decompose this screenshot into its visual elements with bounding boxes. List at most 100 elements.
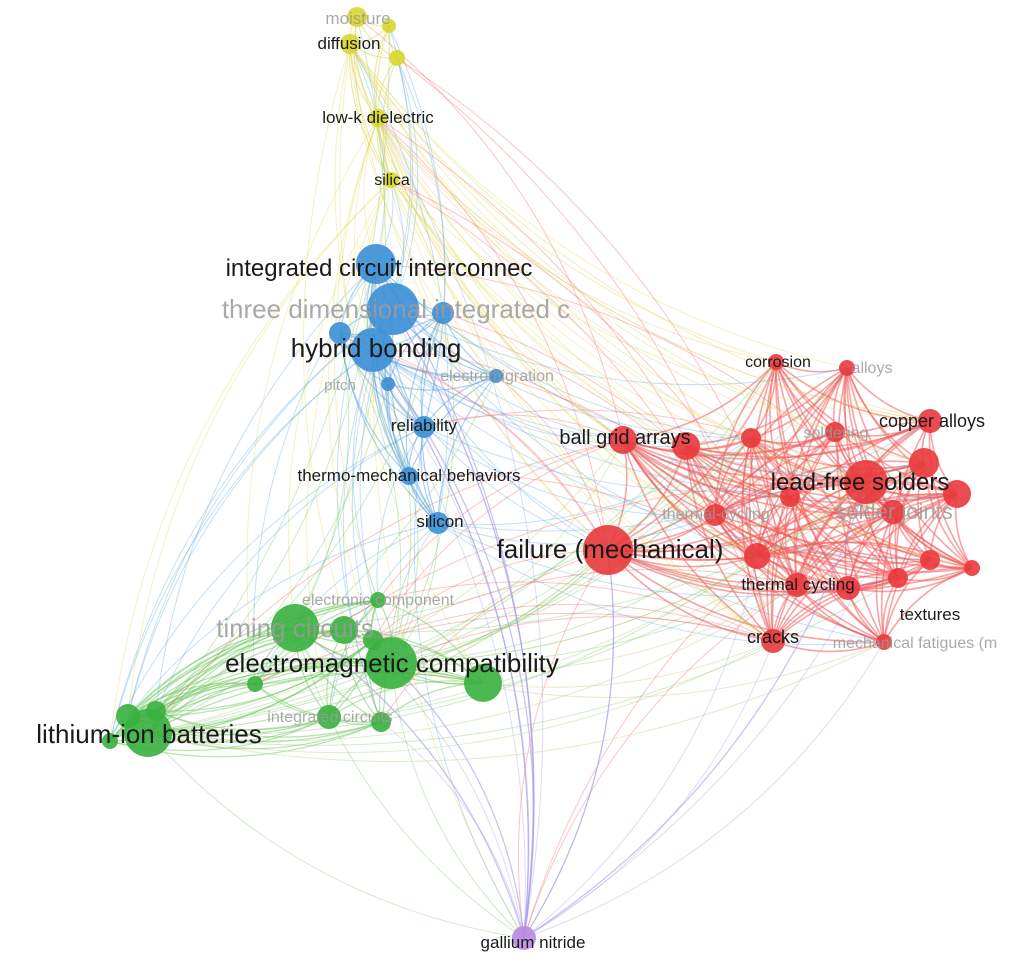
node-y3[interactable]	[382, 19, 396, 33]
network-edge	[349, 43, 931, 422]
node-g9[interactable]	[146, 701, 166, 721]
node-emc[interactable]	[365, 637, 417, 689]
node-electromigration[interactable]	[489, 369, 503, 383]
network-edge	[147, 367, 848, 734]
node-silicon[interactable]	[427, 512, 449, 534]
network-edge	[349, 43, 848, 369]
node-mechfatigue[interactable]	[876, 634, 892, 650]
node-g12[interactable]	[371, 712, 391, 732]
node-r16[interactable]	[836, 576, 860, 600]
node-g10[interactable]	[102, 733, 118, 749]
network-edge	[377, 117, 687, 447]
node-b5[interactable]	[432, 302, 454, 324]
network-edge	[377, 117, 624, 441]
network-edge	[349, 43, 386, 265]
network-edge	[405, 312, 444, 477]
node-r12[interactable]	[780, 487, 800, 507]
network-edge	[147, 25, 390, 734]
node-hybrid[interactable]	[351, 328, 395, 372]
node-r17[interactable]	[888, 568, 908, 588]
node-label-silicon: silicon	[416, 512, 463, 531]
node-label-failure: failure (mechanical)	[497, 534, 724, 564]
node-g13[interactable]	[363, 630, 383, 650]
node-elcomponent[interactable]	[370, 592, 386, 608]
node-r22[interactable]	[744, 543, 770, 569]
network-edge	[714, 361, 777, 516]
node-diffusion[interactable]	[340, 34, 360, 54]
node-r4[interactable]	[741, 428, 761, 448]
network-edge	[147, 641, 885, 763]
node-gan[interactable]	[512, 926, 536, 950]
network-edge	[796, 511, 894, 586]
network-edge	[390, 481, 867, 664]
network-edge	[390, 179, 774, 642]
node-failure[interactable]	[583, 525, 633, 575]
node-corrosion[interactable]	[768, 354, 784, 370]
network-edge	[349, 43, 836, 433]
node-copperalloys[interactable]	[918, 409, 942, 433]
network-edge	[390, 179, 931, 422]
network-edge	[294, 627, 525, 939]
network-edge	[390, 616, 774, 664]
network-edge	[372, 349, 925, 473]
network-edge	[390, 179, 758, 557]
network-edge	[109, 349, 374, 742]
node-cracks[interactable]	[761, 629, 785, 653]
node-textures[interactable]	[920, 550, 940, 570]
node-y4[interactable]	[389, 50, 405, 66]
node-solderjoints[interactable]	[881, 500, 905, 524]
network-edge	[390, 549, 609, 664]
node-g4[interactable]	[330, 616, 358, 644]
network-edge	[875, 511, 894, 643]
network-edge	[147, 439, 624, 734]
node-label-silica: silica	[374, 172, 410, 189]
network-edge	[349, 43, 925, 464]
node-label-bga: ball grid arrays	[559, 427, 690, 449]
network-edge	[155, 426, 425, 712]
node-bga[interactable]	[609, 426, 637, 454]
node-b4[interactable]	[329, 322, 351, 344]
network-edge	[794, 431, 836, 586]
network-edge	[377, 117, 774, 642]
node-r19[interactable]	[964, 560, 980, 576]
network-edge	[714, 511, 894, 531]
node-silica[interactable]	[383, 172, 399, 188]
node-thermalcyc2[interactable]	[704, 504, 726, 526]
node-g6[interactable]	[247, 676, 263, 692]
node-g8[interactable]	[116, 704, 140, 728]
node-label-alloys: alloys	[852, 360, 893, 377]
network-edge	[775, 361, 931, 422]
node-label-hybrid: hybrid bonding	[291, 333, 462, 363]
node-icinterconnect[interactable]	[356, 244, 396, 284]
node-label-3dic: three dimensional integrated c	[222, 294, 570, 324]
node-low-k[interactable]	[369, 109, 387, 127]
node-timing[interactable]	[271, 604, 319, 652]
node-tmb[interactable]	[400, 467, 418, 485]
network-edge	[294, 627, 525, 939]
network-edge	[127, 599, 379, 717]
node-r10[interactable]	[909, 448, 939, 478]
network-edge	[147, 599, 379, 734]
node-soldering[interactable]	[825, 422, 845, 442]
network-edge	[789, 496, 885, 643]
node-thermalcycling[interactable]	[785, 573, 809, 597]
node-g3[interactable]	[464, 664, 502, 702]
node-moisture[interactable]	[347, 7, 367, 27]
network-edge	[396, 57, 446, 428]
node-reliability[interactable]	[413, 416, 435, 438]
node-r3[interactable]	[672, 432, 700, 460]
node-label-pitch: pitch	[324, 377, 356, 394]
network-edge	[714, 431, 836, 516]
network-edge	[423, 414, 624, 441]
node-leadfree[interactable]	[844, 460, 888, 504]
network-edge	[408, 375, 497, 477]
node-alloys[interactable]	[839, 360, 855, 376]
network-edge	[375, 263, 867, 483]
network-edge	[377, 117, 758, 557]
node-intcircuits[interactable]	[317, 705, 341, 729]
node-pitch[interactable]	[381, 377, 395, 391]
node-label-moisture: moisture	[325, 9, 390, 28]
node-3dic[interactable]	[367, 283, 419, 335]
node-r11[interactable]	[943, 480, 971, 508]
